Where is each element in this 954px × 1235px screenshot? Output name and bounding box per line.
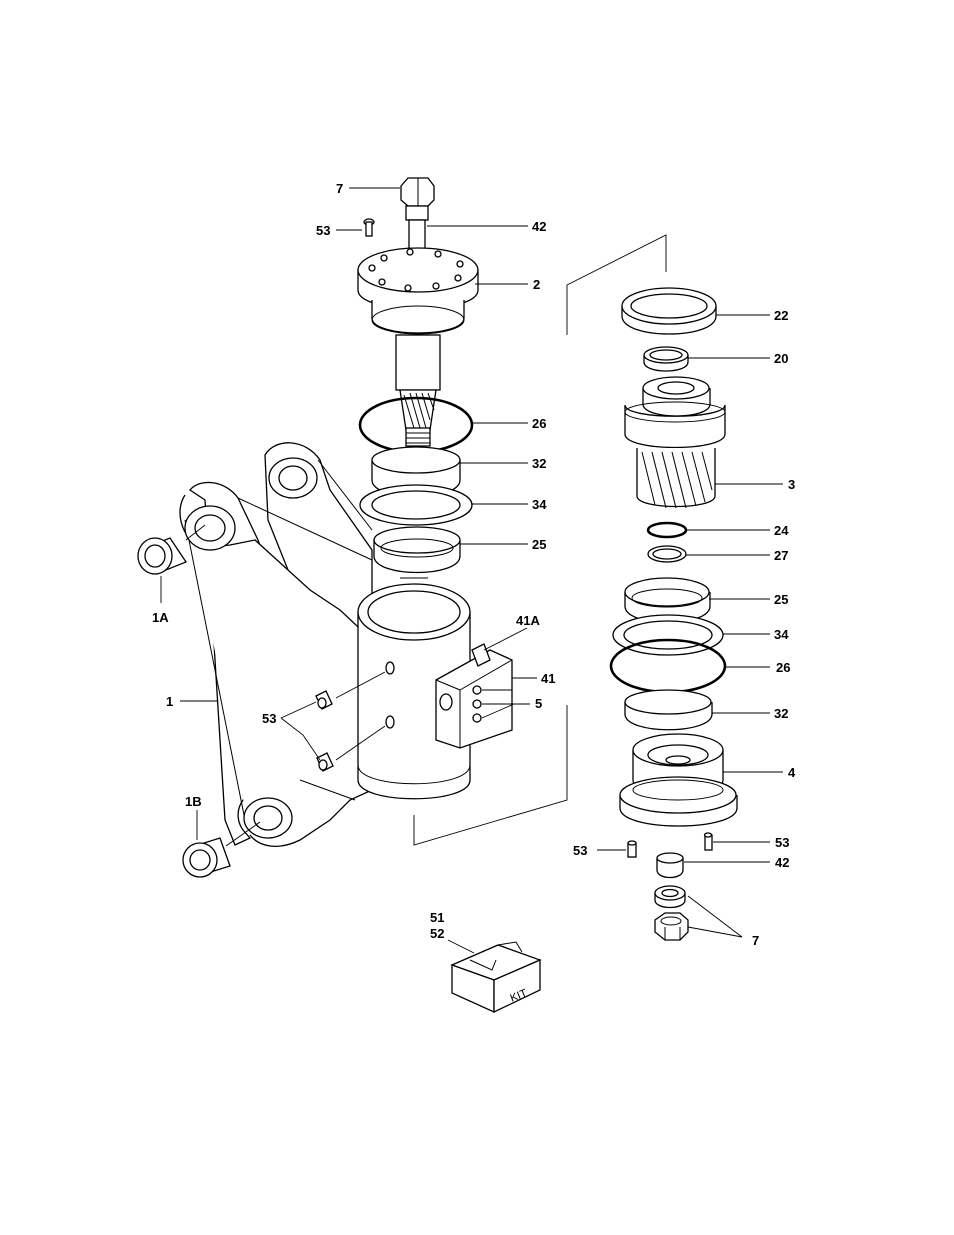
callout-7-right: 7 [752,933,759,948]
callout-53-body: 53 [262,711,276,726]
plug-part-53-upper [315,690,333,710]
explode-bracket-lower [413,705,568,846]
callout-25-right: 25 [774,592,788,607]
callout-20: 20 [774,351,788,366]
leader-lines [160,187,783,954]
callout-53-right-b: 53 [775,835,789,850]
callout-1b: 1B [185,794,202,809]
screw-part-53-right-a [627,840,637,858]
callout-34-right: 34 [774,627,789,642]
kit-box: KIT [450,941,542,1014]
helical-gear-part-3 [624,376,726,509]
callout-41a: 41A [516,613,540,628]
callout-42-top: 42 [532,219,546,234]
arm-bracket-part-1 [179,442,373,847]
callout-34-left: 34 [532,497,547,512]
callout-26-right: 26 [776,660,790,675]
callout-52: 52 [430,926,444,941]
callout-53-top: 53 [316,223,330,238]
callout-51: 51 [430,910,444,925]
callout-3: 3 [788,477,795,492]
bushing-part-1a [137,524,206,575]
callout-labels: 7 53 42 2 26 32 34 25 1A 1 53 41A 41 5 1… [152,181,796,948]
callout-1a: 1A [152,610,169,625]
explode-bracket-upper [566,234,667,335]
callout-26-left: 26 [532,416,546,431]
callout-32-right: 32 [774,706,788,721]
callout-32-left: 32 [532,456,546,471]
ring-part-25-right [624,577,711,624]
cylinder-housing [357,577,471,800]
ring-part-27 [647,545,687,563]
washer-part-7-right [654,885,686,909]
callout-25-left: 25 [532,537,546,552]
screw-part-53-top [363,218,375,237]
callout-2: 2 [533,277,540,292]
callout-27: 27 [774,548,788,563]
ring-part-20 [643,346,689,372]
plug-part-53-lower [316,752,334,772]
screw-part-53-right-b [703,832,713,851]
o-ring-part-24 [646,521,688,539]
ring-part-32-right [624,689,713,731]
bushing-part-1b [182,821,261,878]
ring-part-34-right [612,614,724,656]
callout-4: 4 [788,765,796,780]
ring-part-25-left [373,526,461,574]
ring-part-22 [621,287,717,335]
callout-42-right: 42 [775,855,789,870]
helical-shaft [395,334,441,447]
end-cap-part-2 [357,247,479,335]
callout-24: 24 [774,523,789,538]
callout-53-right-a: 53 [573,843,587,858]
bushing-part-42-right [656,852,684,879]
nut-part-7-right [654,912,689,941]
callout-22: 22 [774,308,788,323]
callout-41: 41 [541,671,555,686]
valve-block-part-41 [435,643,513,749]
callout-7-top: 7 [336,181,343,196]
callout-5: 5 [535,696,542,711]
gland-part-4 [619,733,738,827]
ring-part-34-left [359,484,473,526]
callout-1: 1 [166,694,173,709]
